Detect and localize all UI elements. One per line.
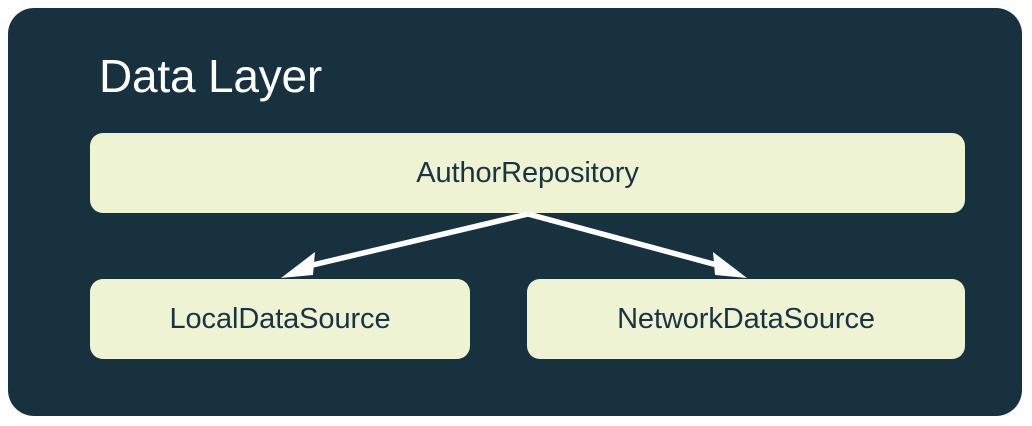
node-local-data-source[interactable]: LocalDataSource xyxy=(90,279,470,359)
node-label-network-data-source: NetworkDataSource xyxy=(617,303,875,335)
page-title: Data Layer xyxy=(99,50,323,102)
node-label-local-data-source: LocalDataSource xyxy=(169,303,391,335)
node-author-repository[interactable]: AuthorRepository xyxy=(90,133,965,213)
node-label-author-repository: AuthorRepository xyxy=(416,157,639,189)
node-network-data-source[interactable]: NetworkDataSource xyxy=(527,279,965,359)
